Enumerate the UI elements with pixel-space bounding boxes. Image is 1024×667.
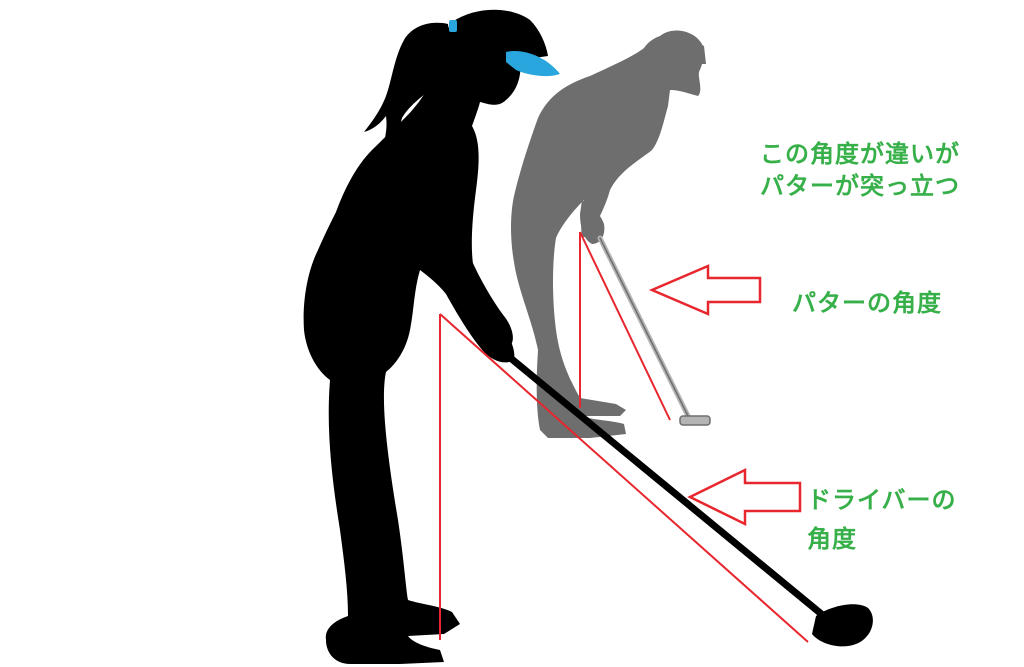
- putter-angle-label: パターの角度: [792, 289, 942, 317]
- driver-golfer-hair-tie: [449, 20, 457, 32]
- driver-golfer-ponytail: [364, 22, 450, 160]
- driver-head: [812, 604, 873, 647]
- driver-golfer-visor: [506, 50, 560, 77]
- putter-angle-diagonal: [579, 231, 671, 421]
- putter-golfer-cap: [662, 41, 706, 64]
- arrow-left-outline-icon: [648, 264, 762, 316]
- putter-head: [679, 415, 711, 426]
- putter-golfer-body: [511, 30, 704, 439]
- putter-golfer-silhouette: [511, 30, 706, 439]
- driver-golfer-arms: [440, 250, 513, 346]
- driver-angle-label-line-2: 角度: [807, 525, 857, 553]
- driver-golfer-body: [303, 9, 548, 665]
- angle-difference-line-2: パターが突っ立つ: [760, 172, 960, 200]
- driver-angle-label-line-1: ドライバーの: [807, 486, 957, 514]
- angle-difference-line-1: この角度が違いが: [760, 140, 960, 168]
- driver-shaft: [504, 352, 840, 630]
- putter-angle-lines: [579, 231, 671, 421]
- putter-club: [597, 235, 711, 426]
- putter-golfer-hands: [580, 200, 605, 244]
- driver-club: [504, 352, 873, 647]
- putter-shaft-edge: [599, 237, 691, 421]
- driver-angle-diagonal: [439, 313, 809, 643]
- driver-angle-lines: [439, 313, 809, 643]
- angle-difference-label: この角度が違いが パターが突っ立つ: [760, 138, 960, 202]
- driver-golfer-silhouette: [303, 9, 548, 665]
- arrow-left-outline-icon: [687, 467, 802, 527]
